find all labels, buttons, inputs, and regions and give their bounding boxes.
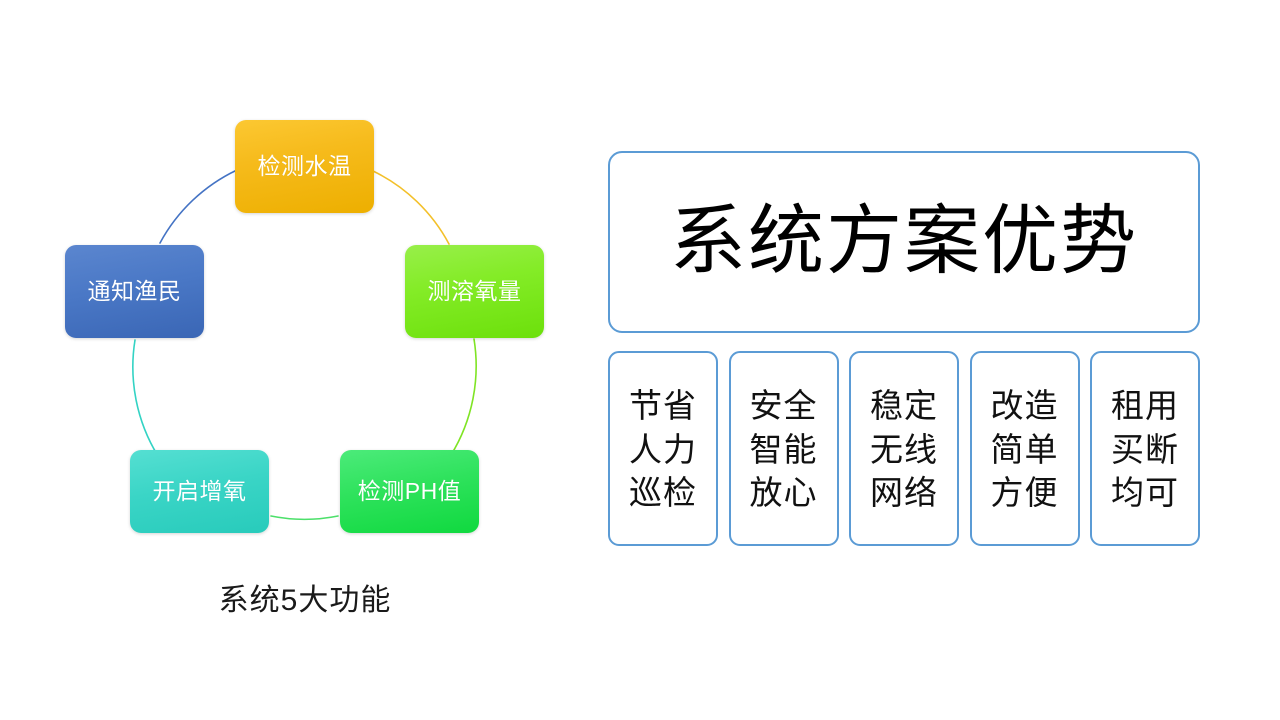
arc-notify-to-water-temp (159, 169, 238, 244)
arc-ph-to-aeration (270, 515, 339, 521)
cycle-node-label: 测溶氧量 (427, 278, 522, 304)
advantage-card-line: 均可 (1111, 474, 1179, 512)
advantage-card-line: 智能 (749, 430, 818, 468)
advantage-card-line: 网络 (870, 474, 938, 512)
cycle-node-label: 检测PH值 (357, 478, 462, 504)
cycle-node-water-temp[interactable]: 检测水温 (235, 120, 374, 213)
advantage-card-line: 租用 (1111, 387, 1179, 425)
advantage-card-line: 巡检 (629, 474, 697, 512)
advantage-card-line: 节省 (629, 387, 697, 425)
cycle-node-label: 通知渔民 (87, 278, 182, 304)
advantage-card-line: 安全 (749, 387, 818, 425)
advantage-card-rent-or-buy[interactable]: 租用 买断 均可 (1090, 351, 1200, 546)
cycle-diagram: 检测水温 测溶氧量 检测PH值 开启增氧 通知渔民 系统5大功能 (0, 0, 600, 720)
arc-aeration-to-notify (132, 339, 159, 457)
arc-water-temp-to-oxygen (372, 170, 450, 245)
cycle-node-label: 开启增氧 (152, 478, 247, 504)
advantage-card-line: 放心 (749, 474, 818, 512)
cycle-node-notify-fisherman[interactable]: 通知渔民 (65, 245, 204, 338)
advantage-card-line: 简单 (990, 430, 1059, 468)
cycle-node-aeration[interactable]: 开启增氧 (130, 450, 269, 533)
cycle-diagram-caption: 系统5大功能 (218, 584, 392, 617)
advantages-headline-text: 系统方案优势 (670, 199, 1138, 284)
cycle-node-oxygen[interactable]: 测溶氧量 (405, 245, 544, 338)
advantage-card-line: 改造 (990, 387, 1059, 425)
advantage-card-easy-retrofit[interactable]: 改造 简单 方便 (969, 351, 1080, 546)
advantage-card-save-labor[interactable]: 节省 人力 巡检 (608, 351, 718, 546)
advantages-panel: 系统方案优势 节省 人力 巡检 安全 智能 放心 稳定 无线 网络 改造 简单 (600, 0, 1280, 720)
advantage-card-line: 无线 (870, 430, 938, 468)
cycle-node-label: 检测水温 (257, 153, 352, 179)
advantage-card-list: 节省 人力 巡检 安全 智能 放心 稳定 无线 网络 改造 简单 方便 租用 (608, 351, 1200, 546)
cycle-node-ph-value[interactable]: 检测PH值 (340, 450, 479, 533)
advantage-card-line: 人力 (629, 430, 697, 468)
advantages-headline-box: 系统方案优势 (608, 151, 1200, 333)
advantage-card-line: 方便 (990, 474, 1059, 512)
advantage-card-stable-network[interactable]: 稳定 无线 网络 (849, 351, 959, 546)
advantage-card-line: 买断 (1111, 430, 1179, 468)
advantage-card-safe-smart[interactable]: 安全 智能 放心 (728, 351, 839, 546)
arc-oxygen-to-ph (450, 338, 477, 456)
advantage-card-line: 稳定 (870, 387, 938, 425)
